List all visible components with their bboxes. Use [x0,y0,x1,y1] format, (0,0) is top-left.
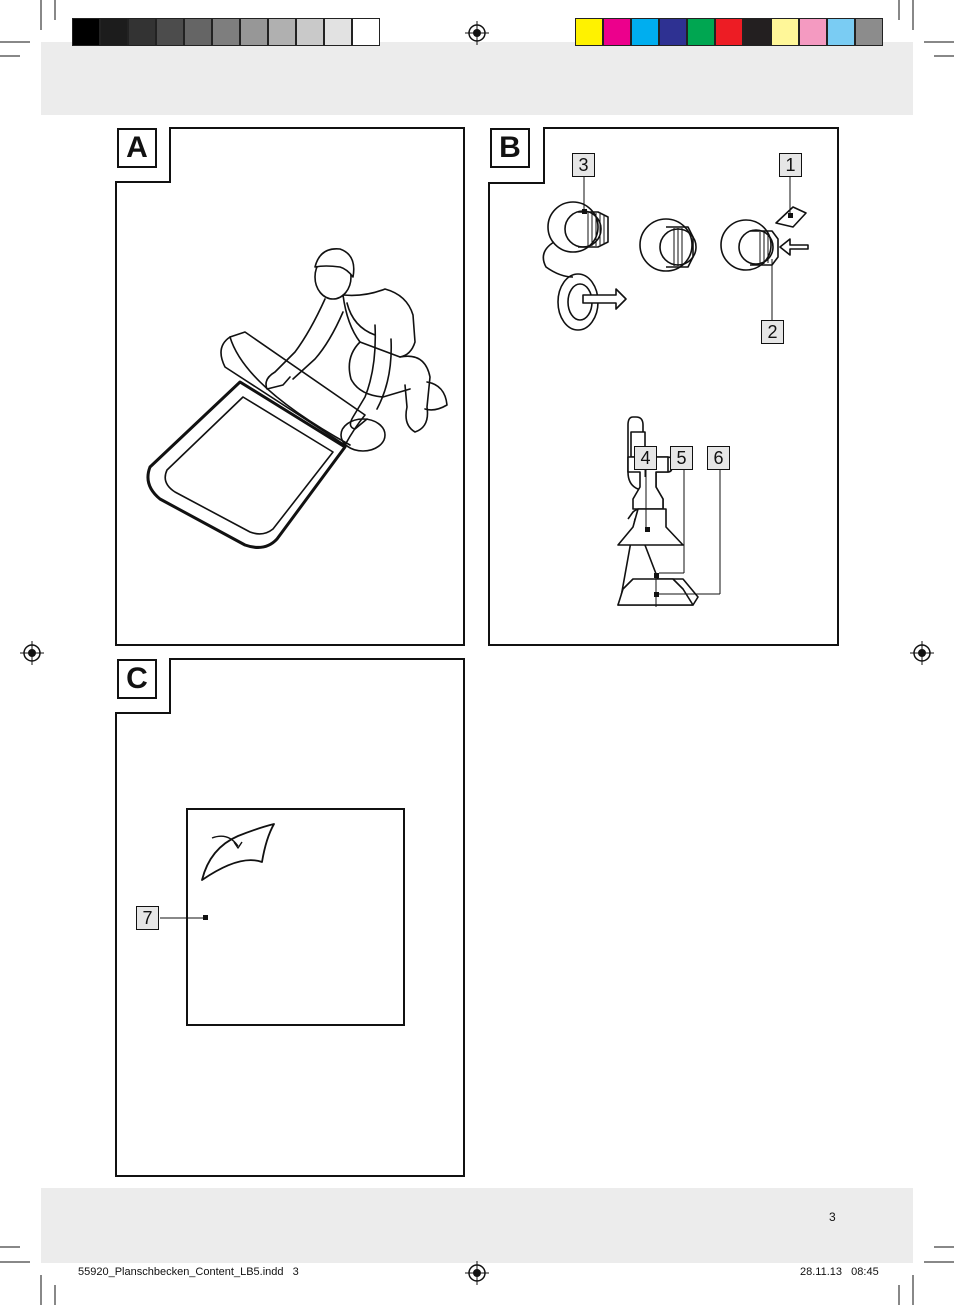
process-swatch [575,18,603,46]
panel-c-label: C [117,659,157,699]
page-number: 3 [829,1210,836,1224]
registration-mark-left-icon [20,641,44,665]
gray-swatch [296,18,324,46]
gray-swatch [324,18,352,46]
date-time: 28.11.13 08:45 [800,1266,879,1278]
gray-swatch [240,18,268,46]
person-rolling-pool-illustration [146,248,448,549]
gray-swatch [128,18,156,46]
process-swatch [855,18,883,46]
peel-corner-icon [201,823,275,881]
process-swatch [771,18,799,46]
panel-b-label: B [490,128,530,168]
callout-6: 6 [707,446,730,470]
callout-1: 1 [779,153,802,177]
process-swatch [603,18,631,46]
gray-swatch [212,18,240,46]
gray-swatch [100,18,128,46]
callout-7-leader [160,915,208,920]
process-swatch [631,18,659,46]
callout-5: 5 [670,446,693,470]
process-swatch [743,18,771,46]
valve-parts-illustration [542,174,809,607]
gray-swatch [184,18,212,46]
panel-b [488,127,839,646]
footer-band [41,1188,913,1263]
process-swatch [659,18,687,46]
gray-swatch [268,18,296,46]
registration-mark-top-icon [465,21,489,45]
process-swatch [715,18,743,46]
gray-swatch [352,18,380,46]
process-swatch [827,18,855,46]
gray-swatch [72,18,100,46]
header-band [41,42,913,115]
panel-a [115,127,465,646]
callout-2: 2 [761,320,784,344]
callout-4: 4 [634,446,657,470]
process-swatch [687,18,715,46]
registration-mark-bottom-icon [465,1261,489,1285]
panel-a-label: A [117,128,157,168]
callout-7: 7 [136,906,159,930]
process-swatch [799,18,827,46]
file-info: 55920_Planschbecken_Content_LB5.indd 3 [78,1266,299,1278]
registration-mark-right-icon [910,641,934,665]
gray-swatch [156,18,184,46]
callout-3: 3 [572,153,595,177]
